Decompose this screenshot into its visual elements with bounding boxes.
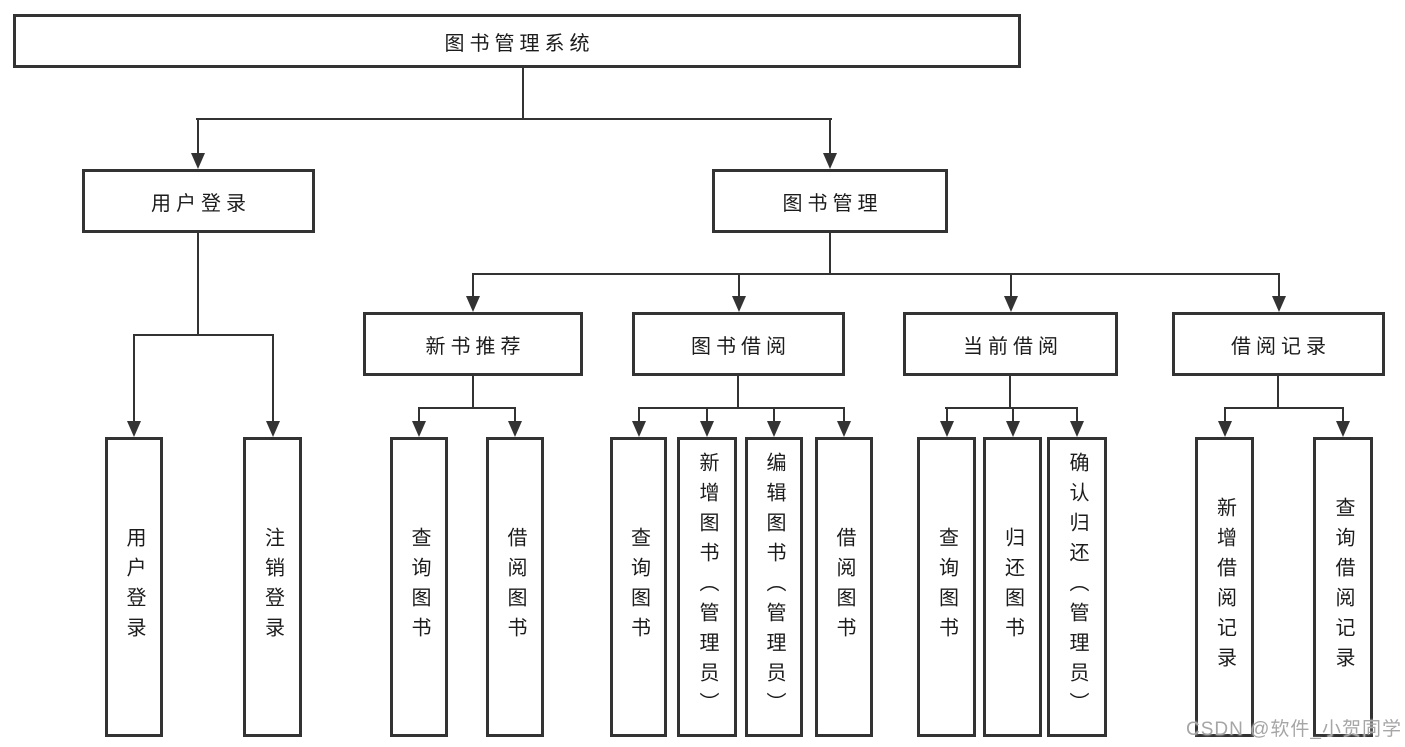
node-borrowing-records: 借阅记录 bbox=[1172, 312, 1385, 376]
arrow-down-icon bbox=[767, 421, 781, 437]
arrow-down-icon bbox=[632, 421, 646, 437]
connector-line bbox=[272, 334, 274, 423]
node-label: 新书推荐 bbox=[425, 335, 526, 358]
arrow-down-icon bbox=[1070, 421, 1084, 437]
connector-line bbox=[418, 407, 420, 422]
arrow-down-icon bbox=[837, 421, 851, 437]
connector-line bbox=[1277, 376, 1279, 409]
node-leaf-edit-book-admin: 编辑图书（管理员） bbox=[745, 437, 803, 737]
node-label: 借阅图书 bbox=[833, 527, 855, 647]
connector-line bbox=[773, 407, 775, 422]
node-label: 查询图书 bbox=[408, 527, 430, 647]
node-book-management-branch: 图书管理 bbox=[712, 169, 948, 233]
connector-line bbox=[133, 334, 274, 336]
node-label: 用户登录 bbox=[151, 192, 251, 215]
arrow-down-icon bbox=[1004, 296, 1018, 312]
connector-line bbox=[945, 407, 1078, 409]
node-current-borrowing: 当前借阅 bbox=[903, 312, 1118, 376]
arrow-down-icon bbox=[732, 296, 746, 312]
arrow-down-icon bbox=[700, 421, 714, 437]
node-leaf-confirm-return-admin: 确认归还（管理员） bbox=[1047, 437, 1107, 737]
node-leaf-add-borrow-record: 新增借阅记录 bbox=[1195, 437, 1254, 737]
connector-line bbox=[1224, 407, 1226, 422]
arrow-down-icon bbox=[823, 153, 837, 169]
arrow-down-icon bbox=[466, 296, 480, 312]
connector-line bbox=[638, 407, 845, 409]
connector-line bbox=[1342, 407, 1344, 422]
connector-line bbox=[829, 233, 831, 275]
connector-line bbox=[638, 407, 640, 422]
node-label: 借阅图书 bbox=[504, 527, 526, 647]
arrow-down-icon bbox=[1218, 421, 1232, 437]
node-label: 图书管理系统 bbox=[444, 32, 595, 55]
node-label: 图书管理 bbox=[782, 192, 883, 215]
node-leaf-add-book-admin: 新增图书（管理员） bbox=[677, 437, 737, 737]
node-label: 借阅记录 bbox=[1231, 335, 1331, 358]
node-leaf-user-login: 用户登录 bbox=[105, 437, 163, 737]
connector-line bbox=[472, 376, 474, 409]
node-leaf-query-book-recommend: 查询图书 bbox=[390, 437, 448, 737]
connector-line bbox=[133, 334, 135, 423]
connector-line bbox=[737, 376, 739, 409]
arrow-down-icon bbox=[1272, 296, 1286, 312]
node-leaf-query-book-current: 查询图书 bbox=[917, 437, 976, 737]
node-label: 新增图书（管理员） bbox=[696, 452, 718, 722]
connector-line bbox=[472, 273, 1280, 275]
node-label: 查询图书 bbox=[627, 527, 650, 647]
node-label: 新增借阅记录 bbox=[1213, 497, 1236, 677]
connector-line bbox=[472, 273, 474, 298]
arrow-down-icon bbox=[940, 421, 954, 437]
node-label: 当前借阅 bbox=[963, 335, 1063, 358]
arrow-down-icon bbox=[1006, 421, 1020, 437]
node-user-login-branch: 用户登录 bbox=[82, 169, 315, 233]
node-leaf-return-book: 归还图书 bbox=[983, 437, 1042, 737]
connector-line bbox=[197, 233, 199, 336]
connector-line bbox=[1010, 273, 1012, 298]
arrow-down-icon bbox=[508, 421, 522, 437]
node-book-borrowing: 图书借阅 bbox=[632, 312, 845, 376]
connector-line bbox=[1076, 407, 1078, 422]
connector-line bbox=[1224, 407, 1344, 409]
connector-line bbox=[418, 407, 516, 409]
connector-line bbox=[706, 407, 708, 422]
csdn-watermark: CSDN @软件_小贺同学 bbox=[1186, 719, 1402, 740]
node-label: 用户登录 bbox=[123, 527, 145, 647]
connector-line bbox=[1009, 376, 1011, 409]
node-leaf-query-book-borrowing: 查询图书 bbox=[610, 437, 667, 737]
node-leaf-query-borrow-record: 查询借阅记录 bbox=[1313, 437, 1373, 737]
connector-line bbox=[522, 68, 524, 120]
connector-line bbox=[514, 407, 516, 422]
node-label: 查询借阅记录 bbox=[1332, 497, 1354, 677]
node-leaf-borrow-book: 借阅图书 bbox=[815, 437, 873, 737]
connector-line bbox=[843, 407, 845, 422]
node-label: 归还图书 bbox=[1001, 527, 1024, 647]
node-leaf-logout: 注销登录 bbox=[243, 437, 302, 737]
connector-line bbox=[196, 118, 832, 120]
arrow-down-icon bbox=[1336, 421, 1350, 437]
arrow-down-icon bbox=[127, 421, 141, 437]
node-label: 查询图书 bbox=[935, 527, 958, 647]
connector-line bbox=[197, 118, 199, 155]
connector-line bbox=[1012, 407, 1014, 422]
connector-line bbox=[738, 273, 740, 298]
connector-line bbox=[1278, 273, 1280, 298]
node-label: 注销登录 bbox=[261, 527, 284, 647]
connector-line bbox=[829, 118, 831, 155]
connector-line bbox=[946, 407, 948, 422]
node-label: 确认归还（管理员） bbox=[1066, 452, 1088, 722]
node-library-management-system: 图书管理系统 bbox=[13, 14, 1021, 68]
arrow-down-icon bbox=[412, 421, 426, 437]
node-new-book-recommend: 新书推荐 bbox=[363, 312, 583, 376]
arrow-down-icon bbox=[266, 421, 280, 437]
node-label: 编辑图书（管理员） bbox=[763, 452, 785, 722]
node-leaf-borrow-book-recommend: 借阅图书 bbox=[486, 437, 544, 737]
arrow-down-icon bbox=[191, 153, 205, 169]
node-label: 图书借阅 bbox=[691, 335, 791, 358]
